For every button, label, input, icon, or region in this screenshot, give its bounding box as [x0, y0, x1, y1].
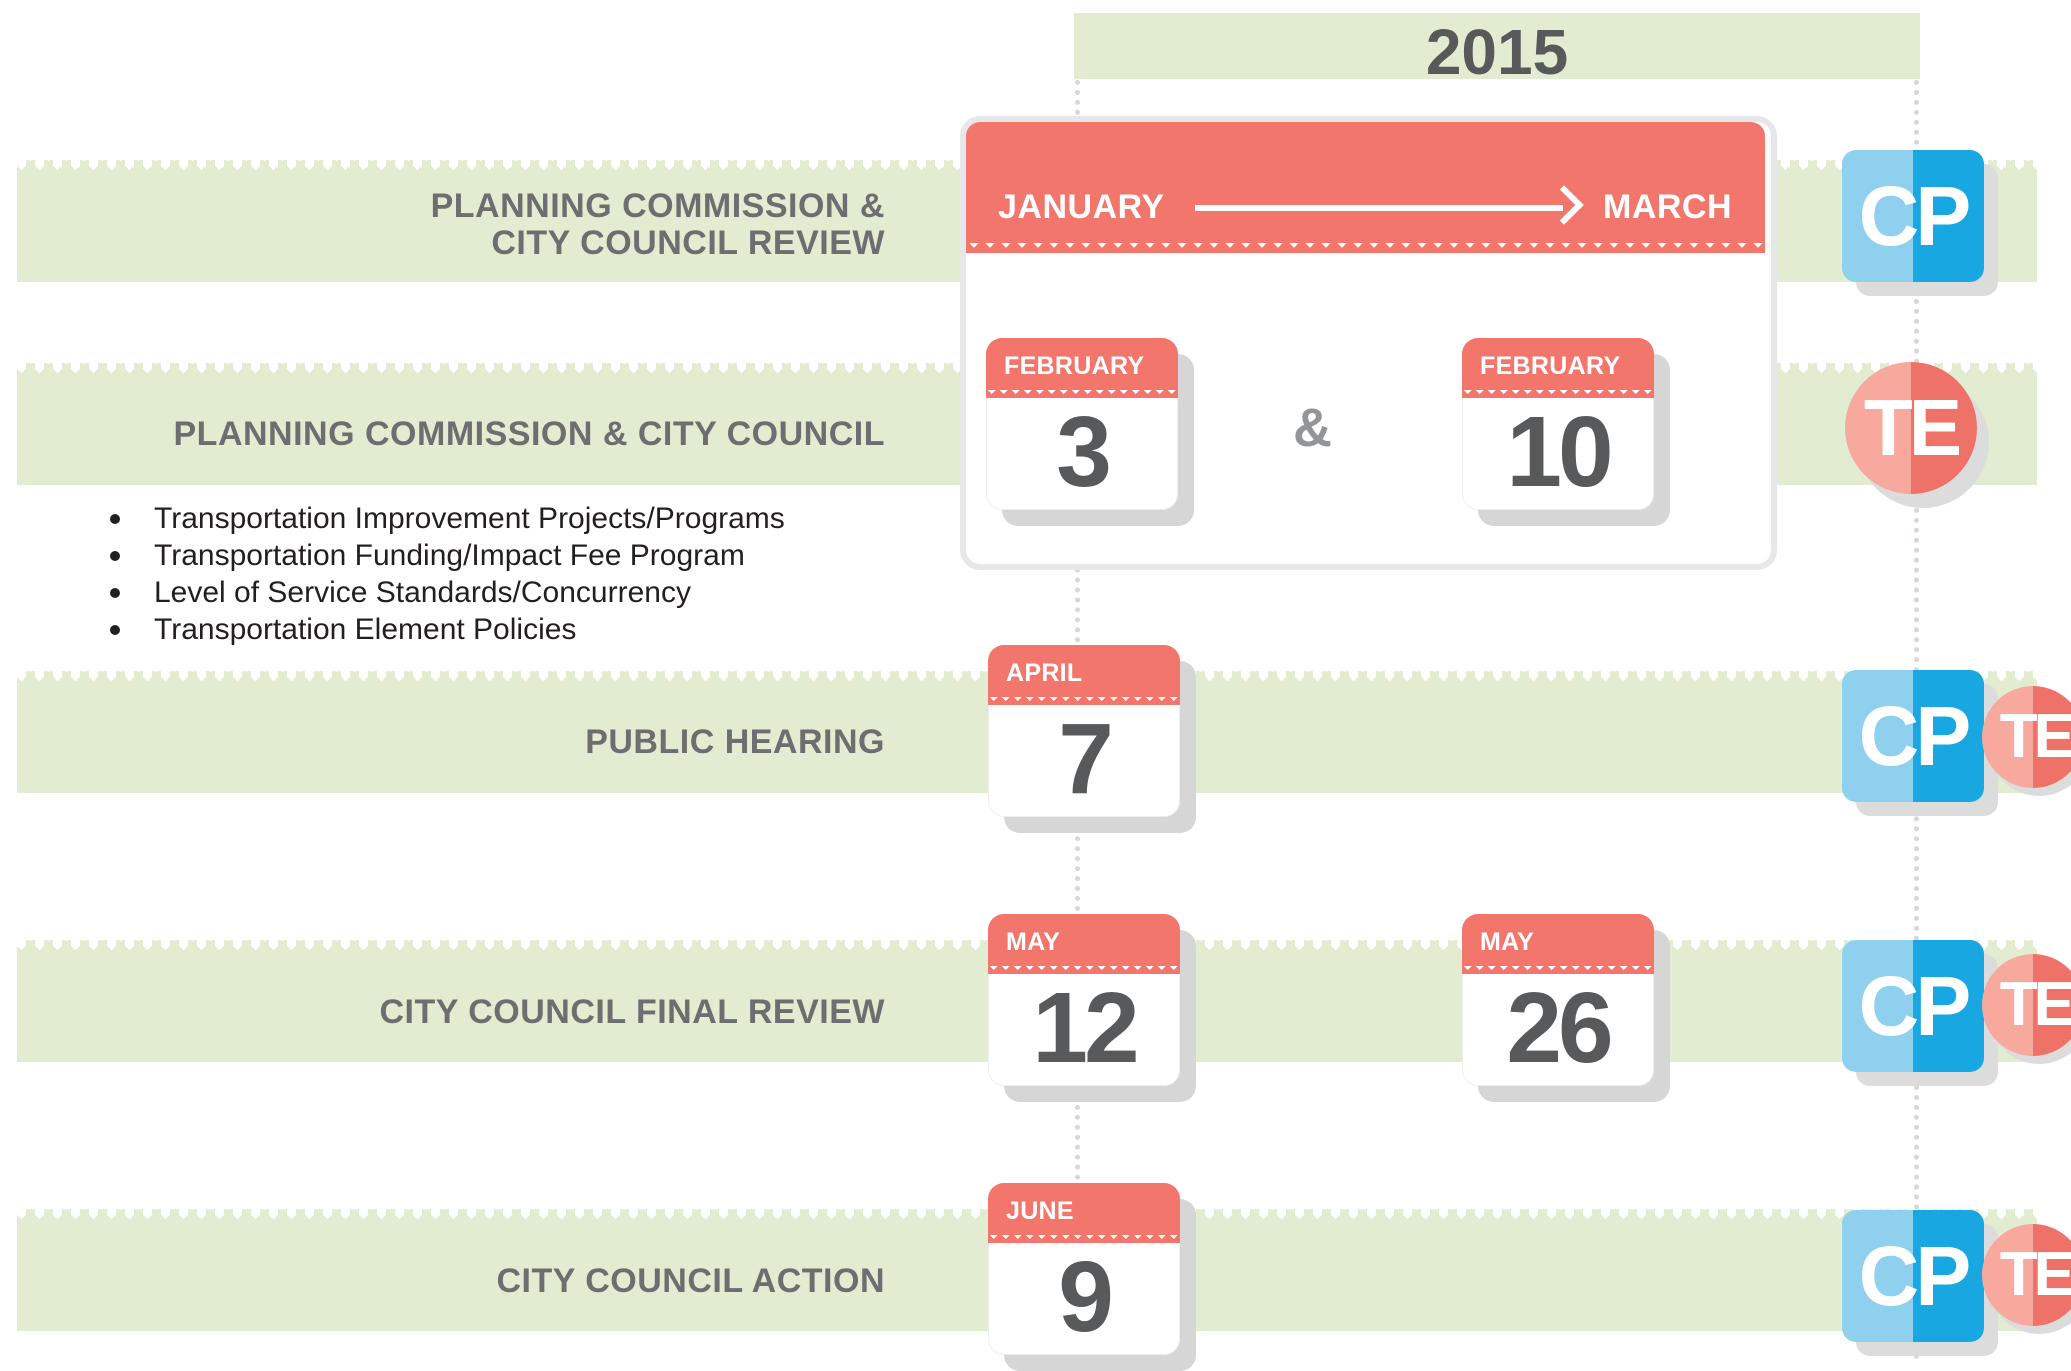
- cp-badge-row-4: CP: [1842, 940, 1998, 1086]
- calendar-month: MAY: [1480, 928, 1535, 956]
- cp-badge-row-3: CP: [1842, 670, 1998, 816]
- te-badge-text: TE: [1999, 702, 2071, 771]
- te-badge-text: TE: [1999, 1240, 2071, 1309]
- step-label-planning-council: PLANNING COMMISSION & CITY COUNCIL: [174, 416, 886, 453]
- step-label-planning-review: PLANNING COMMISSION & CITY COUNCIL REVIE…: [431, 188, 885, 262]
- calendar-month: MAY: [1006, 928, 1061, 956]
- calendar-february-10: FEBRUARY 10: [1462, 338, 1670, 526]
- te-badge-text: TE: [1999, 970, 2071, 1039]
- calendar-month: APRIL: [1006, 659, 1083, 687]
- calendar-day: 12: [1032, 972, 1139, 1084]
- step-label-final-review: CITY COUNCIL FINAL REVIEW: [379, 994, 885, 1031]
- list-item: Level of Service Standards/Concurrency: [110, 574, 785, 611]
- cp-badge-text: CP: [1858, 1229, 1972, 1323]
- cp-badge-row-5: CP: [1842, 1210, 1998, 1356]
- step-label-public-hearing: PUBLIC HEARING: [585, 724, 885, 761]
- calendar-may-12: MAY 12: [988, 914, 1196, 1102]
- range-end: MARCH: [1603, 188, 1733, 226]
- calendar-february-3: FEBRUARY 3: [986, 338, 1194, 526]
- range-arrow-line: [1195, 205, 1563, 211]
- step-label-line: CITY COUNCIL ACTION: [496, 1262, 885, 1300]
- date-range-header: [966, 122, 1765, 253]
- calendar-may-26: MAY 26: [1462, 914, 1670, 1102]
- cp-badge-text: CP: [1858, 689, 1972, 783]
- cp-badge-text: CP: [1858, 169, 1972, 263]
- step-label-council-action: CITY COUNCIL ACTION: [496, 1263, 885, 1300]
- year-label: 2015: [1425, 16, 1569, 79]
- calendar-day: 10: [1506, 396, 1613, 508]
- calendar-june-9: JUNE 9: [988, 1183, 1196, 1371]
- list-item: Transportation Element Policies: [110, 611, 785, 648]
- calendar-month: JUNE: [1006, 1197, 1074, 1225]
- step-label-line: PLANNING COMMISSION &: [430, 187, 885, 225]
- transportation-topics-list: Transportation Improvement Projects/Prog…: [110, 500, 785, 648]
- step-label-line: CITY COUNCIL REVIEW: [491, 224, 885, 262]
- step-label-line: PUBLIC HEARING: [585, 723, 885, 761]
- list-item: Transportation Funding/Impact Fee Progra…: [110, 537, 785, 574]
- cp-badge-row-1: CP: [1842, 150, 1998, 296]
- calendar-month: FEBRUARY: [1480, 352, 1621, 380]
- step-label-line: PLANNING COMMISSION & CITY COUNCIL: [173, 415, 885, 453]
- ampersand: &: [1293, 398, 1332, 458]
- calendar-month: FEBRUARY: [1004, 352, 1145, 380]
- range-start: JANUARY: [998, 188, 1165, 226]
- calendar-april-7: APRIL 7: [988, 645, 1196, 833]
- calendar-day: 9: [1058, 1241, 1114, 1353]
- calendar-day: 3: [1056, 396, 1112, 508]
- list-item: Transportation Improvement Projects/Prog…: [110, 500, 785, 537]
- cp-badge-text: CP: [1858, 959, 1972, 1053]
- te-badge-text: TE: [1863, 383, 1962, 472]
- year-header: 2015: [1074, 13, 1920, 79]
- calendar-day: 26: [1506, 972, 1613, 1084]
- step-label-line: CITY COUNCIL FINAL REVIEW: [379, 993, 885, 1031]
- calendar-day: 7: [1058, 703, 1114, 815]
